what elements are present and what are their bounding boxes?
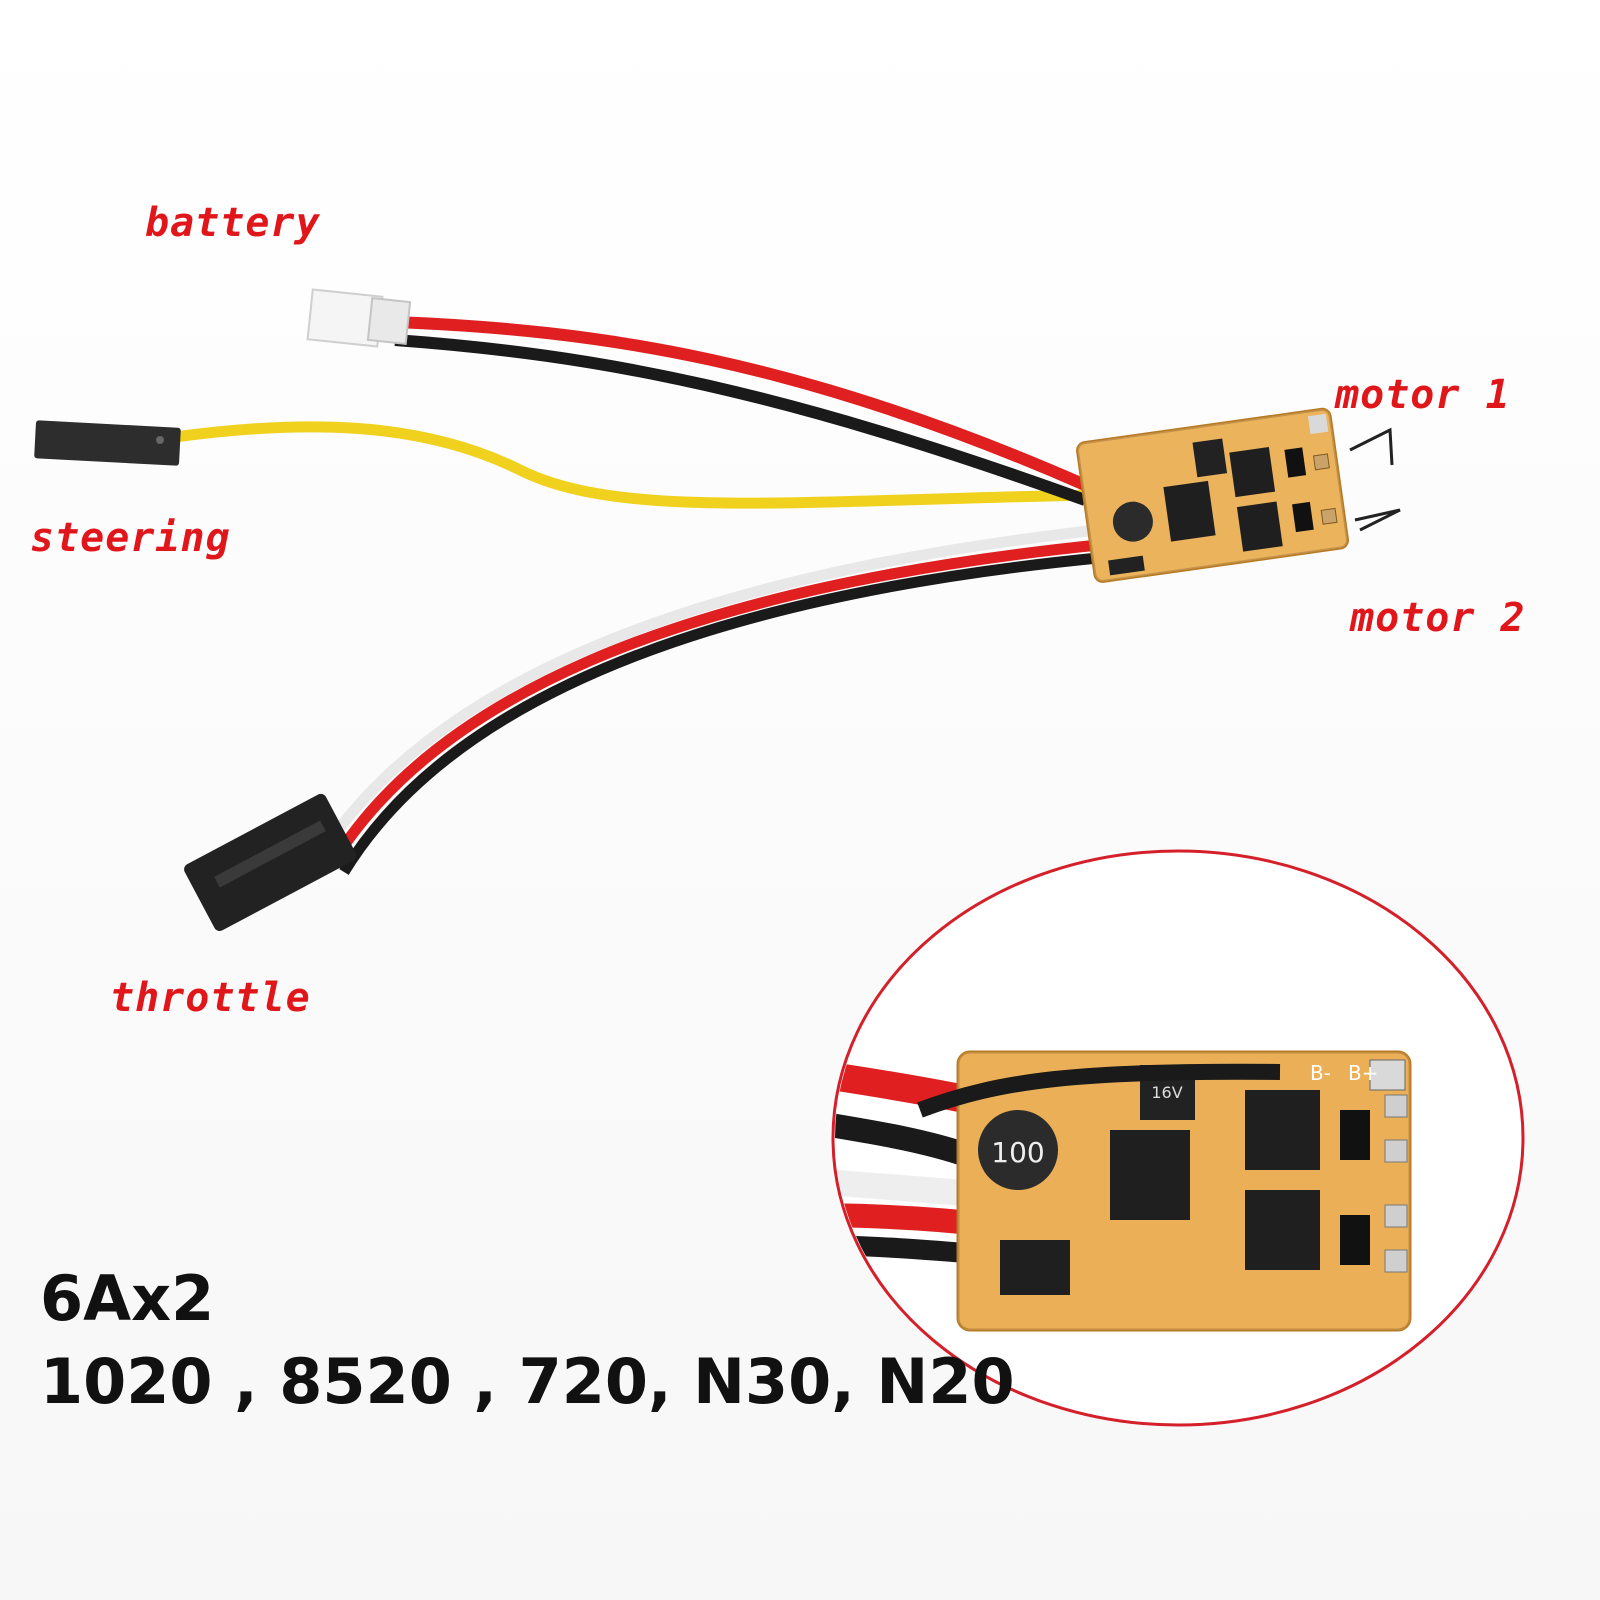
svg-text:100: 100 bbox=[991, 1136, 1044, 1169]
zoom-detail: 100 16V B- B+ bbox=[835, 1050, 1412, 1332]
battery-red-wire bbox=[394, 316, 1088, 491]
svg-text:B-: B- bbox=[1310, 1061, 1331, 1085]
label-throttle: throttle bbox=[110, 975, 311, 1021]
throttle-red-wire bbox=[327, 539, 1099, 867]
label-battery: battery bbox=[145, 200, 321, 246]
label-motor-1: motor 1 bbox=[1335, 372, 1511, 418]
throttle-black-wire bbox=[339, 552, 1099, 875]
steering-wire bbox=[169, 421, 1101, 509]
battery-black-wire bbox=[394, 334, 1088, 506]
label-steering: steering bbox=[30, 515, 231, 561]
svg-text:16V: 16V bbox=[1151, 1083, 1182, 1102]
throttle-white-wire bbox=[315, 524, 1099, 859]
svg-text:B+: B+ bbox=[1348, 1061, 1378, 1085]
spec-motors: 1020 , 8520 , 720, N30, N20 bbox=[40, 1345, 1015, 1418]
battery-connector bbox=[306, 288, 412, 348]
motor2-leads bbox=[1354, 508, 1401, 532]
label-motor-2: motor 2 bbox=[1350, 595, 1526, 641]
spec-rating: 6Ax2 bbox=[40, 1262, 215, 1335]
steering-connector bbox=[34, 420, 181, 466]
motor1-leads bbox=[1349, 427, 1394, 466]
throttle-connector bbox=[184, 793, 357, 931]
esc-board-top bbox=[1076, 407, 1349, 583]
